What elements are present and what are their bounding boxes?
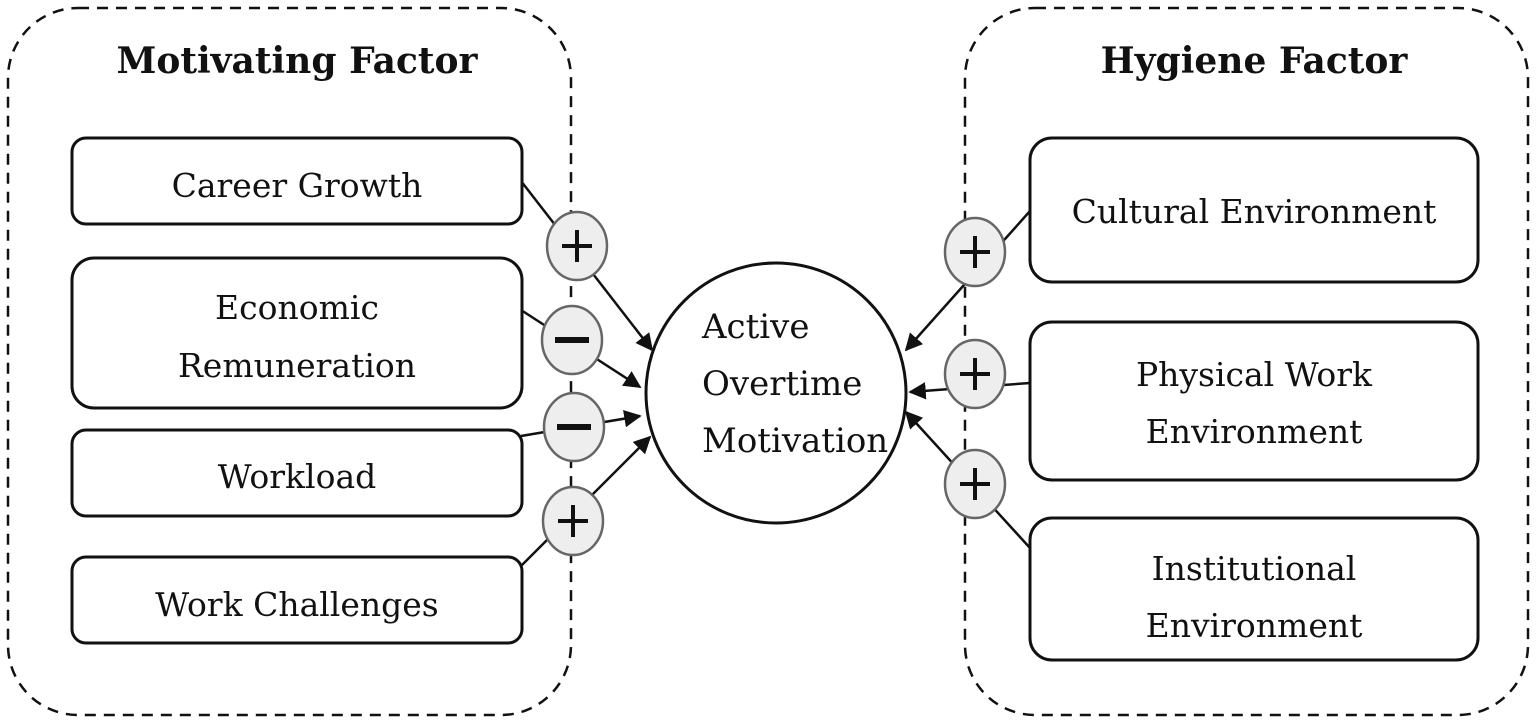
cultural-environment-box [1028, 136, 1480, 284]
plus-badge-physical-work-environment [943, 338, 1007, 410]
sign-badges [540, 210, 1007, 557]
active-overtime-motivation-circle [644, 261, 908, 525]
hygiene-items: Cultural Environment Physical Work Envir… [1028, 136, 1480, 662]
economic-remuneration-label-line2: Remuneration [178, 346, 416, 385]
motivating-items: Career Growth Economic Remuneration Work… [70, 136, 524, 645]
hygiene-factor-title: Hygiene Factor [1101, 40, 1409, 82]
economic-remuneration-label-line1: Economic [215, 288, 379, 327]
physical-work-environment-label-line1: Physical Work [1136, 355, 1373, 394]
minus-badge-workload [542, 391, 606, 463]
work-challenges-label: Work Challenges [155, 585, 438, 624]
center-label-line2: Overtime [702, 364, 862, 404]
minus-badge-economic-remuneration [540, 304, 604, 376]
plus-badge-work-challenges [541, 485, 605, 557]
plus-badge-career-growth [545, 210, 609, 282]
institutional-environment-box [1028, 516, 1480, 662]
cultural-environment-label: Cultural Environment [1072, 192, 1437, 231]
physical-work-environment-label-line2: Environment [1146, 412, 1363, 451]
plus-badge-institutional-environment [943, 448, 1007, 520]
physical-work-environment-box [1028, 320, 1480, 482]
work-challenges-box [70, 555, 524, 645]
center-label-line1: Active [701, 307, 809, 347]
motivating-factor-group [6, 6, 573, 717]
center-label-line3: Motivation [702, 421, 888, 461]
institutional-environment-label-line1: Institutional [1152, 549, 1357, 588]
economic-remuneration-box [70, 256, 524, 410]
plus-badge-cultural-environment [943, 216, 1007, 288]
workload-box [70, 428, 524, 518]
hygiene-factor-group [963, 6, 1530, 717]
institutional-environment-label-line2: Environment [1146, 606, 1363, 645]
career-growth-box [70, 136, 524, 226]
motivating-factor-title: Motivating Factor [116, 40, 478, 82]
career-growth-label: Career Growth [172, 166, 423, 205]
workload-label: Workload [218, 457, 377, 496]
